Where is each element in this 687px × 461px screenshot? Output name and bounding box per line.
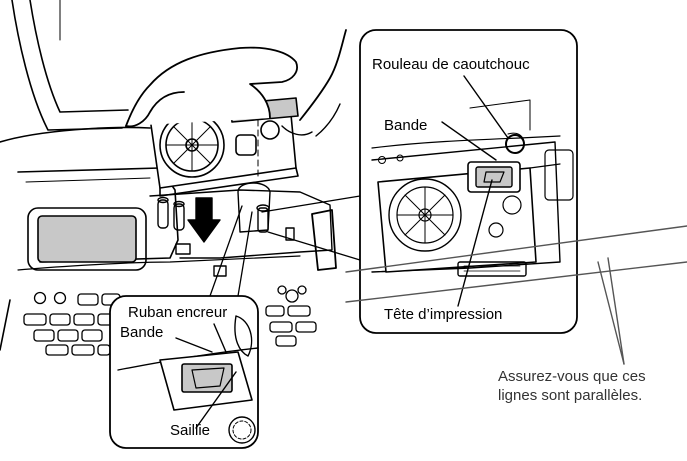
label-tape-left: Bande	[120, 324, 164, 341]
label-tape-right: Bande	[384, 117, 428, 134]
note-line-2: lignes sont parallèles.	[498, 387, 643, 404]
printer-body	[0, 0, 301, 351]
label-ink-ribbon: Ruban encreur	[128, 304, 228, 321]
note-line-1: Assurez-vous que ces	[498, 368, 646, 385]
callout-left	[109, 205, 259, 449]
tape-compartment	[149, 182, 337, 277]
label-print-head: Tête d’impression	[384, 306, 503, 323]
parallel-guides	[345, 225, 687, 365]
hand	[125, 29, 347, 137]
label-protrusion: Saillie	[170, 422, 211, 439]
label-rubber-roller: Rouleau de caoutchouc	[372, 56, 530, 73]
lcd-screen	[27, 207, 147, 271]
callout-right	[261, 29, 578, 334]
